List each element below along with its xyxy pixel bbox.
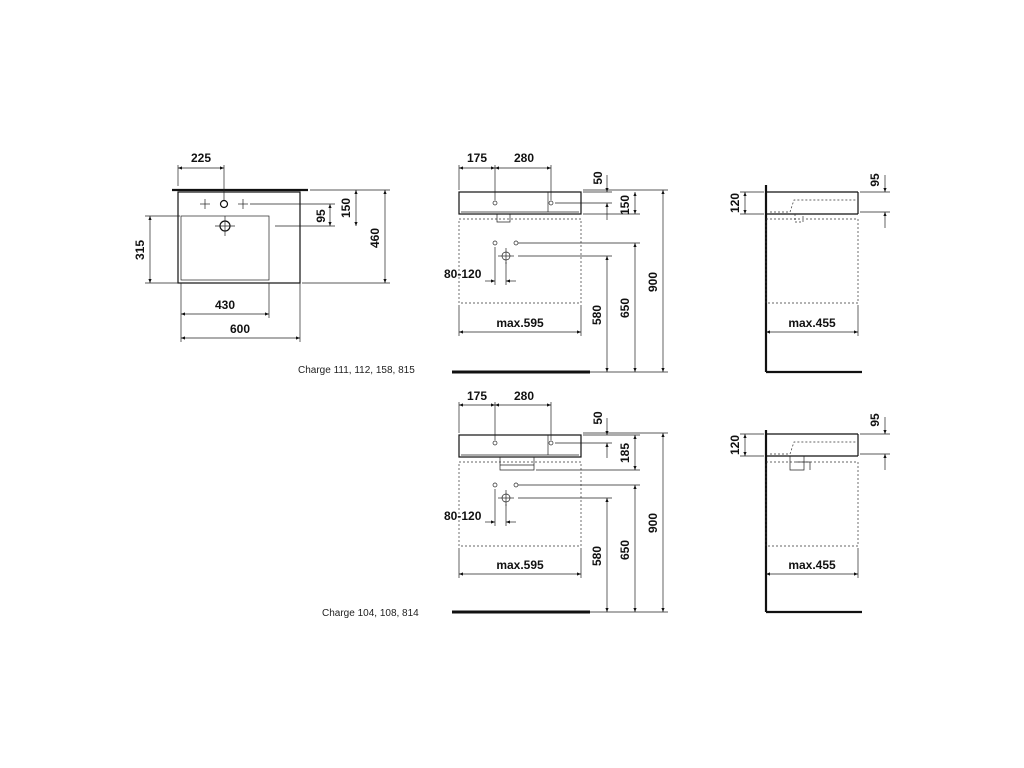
dim-650-b: 650 bbox=[618, 540, 632, 560]
dim-95-side-b: 95 bbox=[868, 413, 882, 427]
dim-280-b: 280 bbox=[514, 389, 534, 403]
dim-120-b: 120 bbox=[728, 435, 742, 455]
dim-50: 50 bbox=[591, 171, 605, 185]
side-view-top: 120 95 max.455 bbox=[728, 173, 890, 374]
plan-view: 225 95 150 460 315 430 600 bbox=[133, 151, 390, 342]
dim-280: 280 bbox=[514, 151, 534, 165]
dim-600: 600 bbox=[230, 322, 250, 336]
dim-900: 900 bbox=[646, 272, 660, 292]
front-basin-bottom bbox=[458, 434, 582, 458]
dim-95-side: 95 bbox=[868, 173, 882, 187]
dim-650: 650 bbox=[618, 298, 632, 318]
front-view-top: 175 280 50 150 80-120 max.595 580 650 90… bbox=[444, 151, 668, 374]
dim-175: 175 bbox=[467, 151, 487, 165]
dim-175-b: 175 bbox=[467, 389, 487, 403]
dim-80-120: 80-120 bbox=[444, 267, 482, 281]
dim-225: 225 bbox=[191, 151, 211, 165]
dim-580-b: 580 bbox=[590, 546, 604, 566]
dim-max595: max.595 bbox=[496, 316, 544, 330]
dim-80-120-b: 80-120 bbox=[444, 509, 482, 523]
dim-150-front: 150 bbox=[618, 195, 632, 215]
front-view-bottom: 175 280 50 185 80-120 max.595 580 650 90… bbox=[444, 389, 668, 614]
plan-basin-outline bbox=[177, 191, 301, 284]
dim-900-b: 900 bbox=[646, 513, 660, 533]
tap-hole bbox=[219, 199, 229, 209]
dim-50-b: 50 bbox=[591, 411, 605, 425]
dim-max455: max.455 bbox=[788, 316, 836, 330]
front-cabinet-bottom bbox=[458, 461, 582, 547]
dim-580: 580 bbox=[590, 305, 604, 325]
dim-max455-b: max.455 bbox=[788, 558, 836, 572]
dim-max595-b: max.595 bbox=[496, 558, 544, 572]
dim-460: 460 bbox=[368, 228, 382, 248]
dim-430: 430 bbox=[215, 298, 235, 312]
caption-bottom: Charge 104, 108, 814 bbox=[322, 608, 419, 619]
dim-315: 315 bbox=[133, 240, 147, 260]
caption-top: Charge 111, 112, 158, 815 bbox=[298, 365, 415, 376]
dim-95: 95 bbox=[314, 209, 328, 223]
dim-150: 150 bbox=[339, 198, 353, 218]
dim-185: 185 bbox=[618, 443, 632, 463]
dim-120: 120 bbox=[728, 193, 742, 213]
front-cabinet-top bbox=[458, 218, 582, 304]
side-view-bottom: 120 95 max.455 bbox=[728, 413, 890, 614]
